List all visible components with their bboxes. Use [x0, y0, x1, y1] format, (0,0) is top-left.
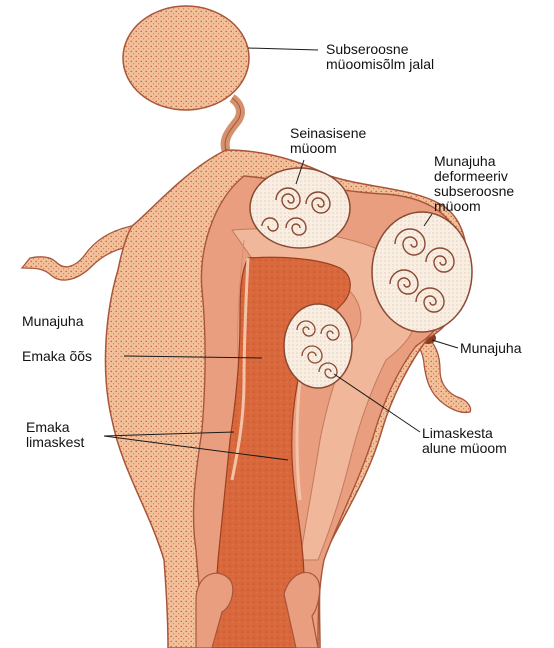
label-submucous-line1: Limaskesta — [422, 426, 507, 441]
label-intramural-line2: müoom — [290, 141, 366, 156]
label-endometrium-line2: limaskest — [26, 435, 84, 450]
label-deforming-line2: deformeeriv — [434, 169, 514, 184]
label-endometrium-line1: Emaka — [26, 420, 84, 435]
label-deforming-line3: subseroosne — [434, 184, 514, 199]
label-intramural-myoma: Seinasisene müoom — [290, 126, 366, 156]
label-endometrium: Emaka limaskest — [26, 420, 84, 450]
label-intramural-line1: Seinasisene — [290, 126, 366, 141]
label-deforming-myoma: Munajuha deformeeriv subseroosne müoom — [434, 154, 514, 214]
deforming-subserosal-myoma — [372, 212, 472, 332]
label-tube-right: Munajuha — [460, 341, 522, 356]
label-submucous-line2: alune müoom — [422, 441, 507, 456]
submucous-myoma — [284, 304, 352, 388]
label-pedunculated-line1: Subseroosne — [326, 42, 434, 57]
label-submucous-myoma: Limaskesta alune müoom — [422, 426, 507, 456]
pedunculated-myoma — [123, 6, 249, 150]
label-cavity: Emaka õõs — [22, 349, 92, 364]
leader-tube-right — [432, 340, 458, 348]
label-tube-left: Munajuha — [22, 314, 84, 329]
label-pedunculated-line2: müoomisõlm jalal — [326, 57, 434, 72]
leader-pedunculated — [248, 48, 318, 50]
intramural-myoma — [250, 168, 350, 248]
label-deforming-line1: Munajuha — [434, 154, 514, 169]
label-deforming-line4: müoom — [434, 199, 514, 214]
label-pedunculated-myoma: Subseroosne müoomisõlm jalal — [326, 42, 434, 72]
